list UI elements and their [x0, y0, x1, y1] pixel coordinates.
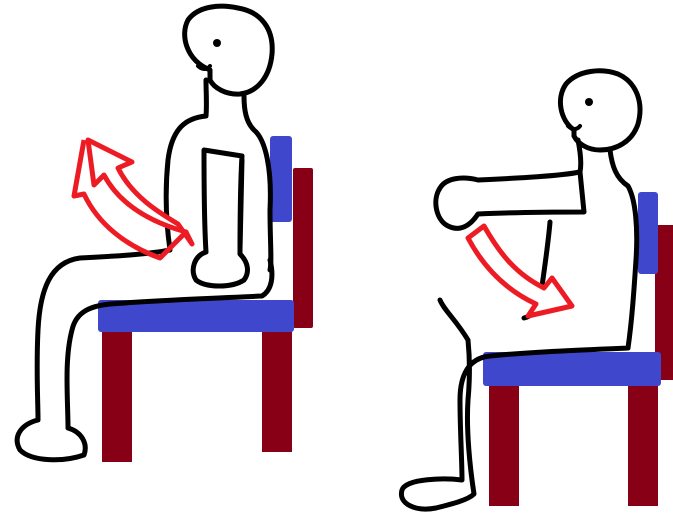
left-exercise-figure	[17, 6, 313, 462]
right-chair-front-leg	[489, 382, 519, 506]
right-arrow-down	[468, 226, 572, 316]
left-person-head	[185, 6, 273, 94]
left-person-back	[244, 96, 271, 270]
left-arrow-up-shape	[88, 140, 192, 244]
right-chair-seat	[483, 352, 661, 386]
left-chair-back-leg	[262, 328, 292, 452]
right-person-head	[560, 71, 640, 150]
right-arrow-down-shape	[468, 226, 572, 316]
right-chair-back-leg	[628, 382, 658, 506]
right-chair-backrest	[638, 192, 658, 274]
left-person	[17, 6, 272, 460]
left-chair-front-leg	[102, 328, 132, 462]
right-exercise-figure	[401, 71, 673, 509]
left-person-arm-inner	[240, 160, 242, 250]
right-person-eye	[585, 98, 593, 106]
left-person-eye	[213, 39, 221, 47]
left-chair-back-post	[293, 168, 313, 328]
left-arrow-up	[74, 140, 192, 258]
right-person-arm	[436, 172, 584, 228]
left-chair-backrest	[270, 136, 292, 222]
